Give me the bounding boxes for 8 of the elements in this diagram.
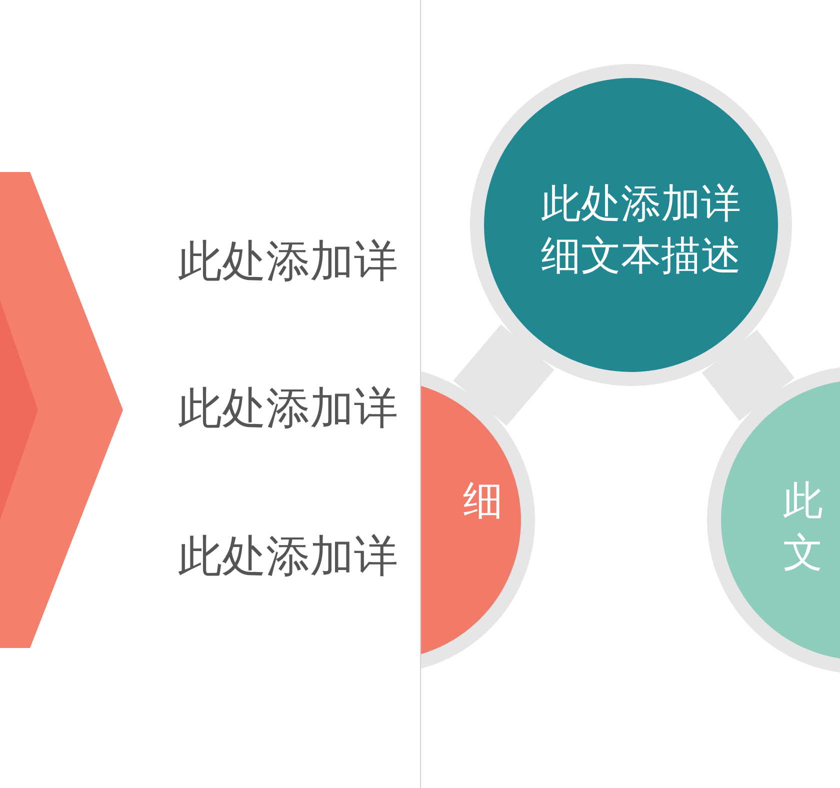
body-text: 此处添加详 [178,531,398,583]
circle-text: 此文 [783,477,824,578]
circle-text: 细 [463,477,504,526]
body-text: 此处添加详 [178,236,398,288]
connector-band [453,324,554,426]
body-text: 此处添加详 [178,383,398,435]
circle-text: 此处添加详细文本描述 [540,180,742,281]
connector-band [702,330,795,421]
